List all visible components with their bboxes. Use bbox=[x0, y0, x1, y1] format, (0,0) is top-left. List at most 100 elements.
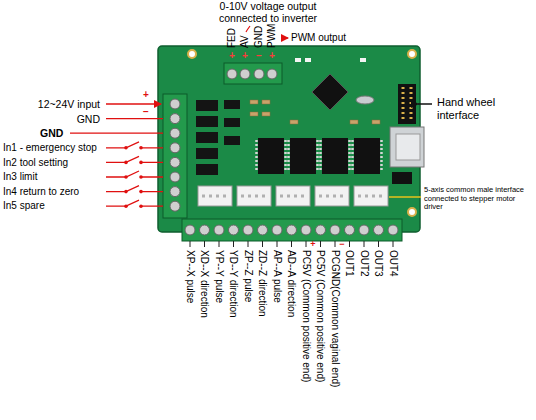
polarity-mark: + bbox=[242, 50, 248, 62]
terminal-screw bbox=[170, 99, 180, 109]
ic-chip bbox=[322, 138, 348, 174]
optocouplers bbox=[196, 100, 240, 175]
switch-contact bbox=[124, 204, 128, 208]
pin-name: AV bbox=[239, 35, 251, 48]
leader-line bbox=[277, 241, 278, 247]
terminal-label: PCGND(Common vaginal end) bbox=[329, 250, 341, 387]
input-label: In3 limit bbox=[3, 171, 37, 183]
terminal-screw bbox=[227, 69, 237, 79]
terminal-label: AP--A pulse bbox=[271, 250, 283, 303]
connector-pin bbox=[241, 195, 269, 198]
terminal-screw bbox=[359, 225, 369, 235]
terminal-screw bbox=[170, 187, 180, 197]
header-pin-row bbox=[402, 87, 405, 122]
input-label: In1 - emergency stop bbox=[3, 142, 97, 154]
port-label: Hand wheel interface bbox=[437, 96, 517, 121]
terminal-screw bbox=[345, 225, 355, 235]
terminal-label: XP--X pulse bbox=[184, 250, 196, 303]
optocoupler bbox=[196, 132, 218, 143]
input-switches bbox=[106, 142, 163, 206]
connector bbox=[354, 186, 388, 206]
switch-contact bbox=[139, 190, 143, 194]
power-wire bbox=[106, 118, 163, 119]
controller-chip bbox=[312, 74, 348, 110]
terminal-screw bbox=[267, 69, 277, 79]
driver-ics bbox=[258, 138, 380, 174]
crystal bbox=[356, 96, 374, 104]
resistor bbox=[290, 120, 298, 124]
passive-parts bbox=[250, 100, 380, 124]
terminal-screw bbox=[301, 225, 311, 235]
resistor bbox=[262, 112, 270, 116]
leader-line bbox=[378, 241, 379, 247]
ic-chip bbox=[290, 138, 316, 174]
ic-chip bbox=[354, 138, 380, 174]
port-label: 5-axis common male interface connected t… bbox=[424, 186, 532, 212]
terminal-label: OUT4 bbox=[387, 250, 399, 277]
switch-wire bbox=[106, 200, 163, 206]
leader-line bbox=[320, 241, 321, 247]
resistor bbox=[250, 112, 258, 116]
terminal-screw bbox=[287, 225, 297, 235]
resistor bbox=[350, 120, 358, 124]
leader-line bbox=[364, 241, 365, 247]
terminal-screw bbox=[185, 225, 195, 235]
signal-label: PWM output bbox=[291, 32, 346, 44]
resistor bbox=[372, 120, 380, 124]
optocoupler bbox=[224, 136, 240, 145]
leader-line bbox=[291, 241, 292, 247]
polarity-mark: − bbox=[256, 50, 262, 62]
leader-line bbox=[204, 241, 205, 247]
switch-contact bbox=[124, 161, 128, 165]
leader-arrow bbox=[281, 37, 288, 38]
switch-wire bbox=[106, 171, 163, 177]
polarity-mark: + bbox=[143, 89, 149, 101]
leader-line bbox=[393, 241, 394, 247]
input-label: 12~24V input bbox=[38, 98, 100, 110]
optocoupler bbox=[224, 100, 240, 109]
optocoupler bbox=[196, 116, 218, 127]
connector bbox=[315, 186, 349, 206]
header-pin-row bbox=[410, 87, 413, 122]
optocoupler bbox=[196, 148, 218, 159]
connector bbox=[237, 186, 271, 206]
optocoupler bbox=[196, 164, 218, 175]
terminal-screw bbox=[200, 225, 210, 235]
input-label: In5 spare bbox=[3, 200, 45, 212]
leader-line bbox=[262, 241, 263, 247]
terminal-label: OUT3 bbox=[373, 250, 385, 277]
switch-contact bbox=[124, 175, 128, 179]
terminal-screws bbox=[185, 225, 398, 235]
terminal-block bbox=[224, 63, 282, 84]
resistor bbox=[262, 100, 270, 104]
pin-name: GND bbox=[253, 26, 265, 48]
leader-line bbox=[233, 241, 234, 247]
leader-line bbox=[389, 196, 421, 198]
input-label: In2 tool setting bbox=[3, 157, 68, 169]
connector-pin bbox=[358, 195, 386, 198]
voltage-regulator bbox=[392, 172, 412, 184]
connector-pins bbox=[202, 195, 386, 198]
switch-contact bbox=[139, 204, 143, 208]
usb-port bbox=[396, 134, 420, 160]
connector-pin bbox=[319, 195, 347, 198]
ic-pin-row bbox=[348, 140, 351, 172]
pin-name: FED bbox=[226, 28, 238, 48]
ic-pin-row bbox=[319, 140, 322, 172]
power-wire bbox=[106, 103, 161, 104]
terminal-screw bbox=[330, 225, 340, 235]
terminal-screw bbox=[170, 172, 180, 182]
leader-arrow bbox=[418, 103, 432, 105]
terminal-screw bbox=[243, 225, 253, 235]
pin-name: PWM bbox=[266, 24, 278, 48]
switch-contact bbox=[139, 175, 143, 179]
terminal-screw bbox=[388, 225, 398, 235]
polarity-mark: + bbox=[269, 50, 275, 62]
switch-wire bbox=[106, 142, 163, 148]
leader-line bbox=[248, 241, 249, 247]
connector bbox=[276, 186, 310, 206]
leader-line bbox=[190, 241, 191, 247]
terminal-screw bbox=[229, 225, 239, 235]
input-label: GND bbox=[40, 127, 63, 139]
mounting-hole bbox=[188, 50, 196, 58]
